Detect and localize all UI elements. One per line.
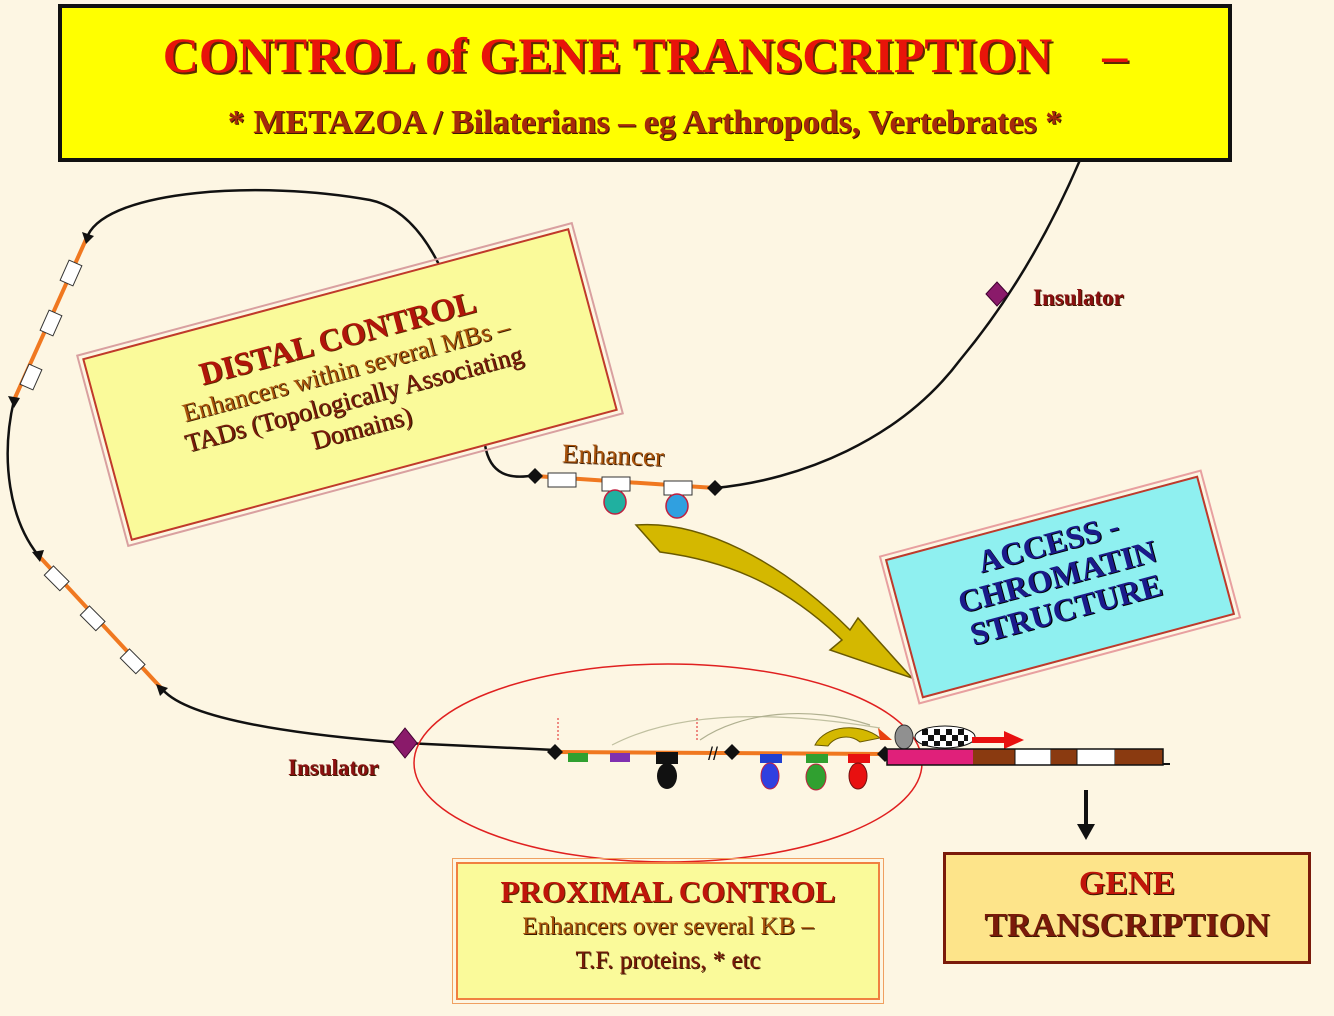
proximal-control-box: PROXIMAL CONTROL Enhancers over several … xyxy=(452,858,884,1004)
left-enhancer-segment xyxy=(8,232,94,408)
page-subtitle: * METAZOA / Bilaterians – eg Arthropods,… xyxy=(227,104,1063,141)
insulator-bottom-label: Insulator xyxy=(288,755,379,780)
chromatin-loop-lower xyxy=(162,689,556,752)
page-title: CONTROL of GENE TRANSCRIPTION – xyxy=(162,27,1128,83)
insulator-bottom-marker xyxy=(392,727,418,759)
insulator-top-marker xyxy=(985,281,1009,307)
lower-left-enhancer-segment xyxy=(32,550,168,696)
proximal-enhancer-element: // xyxy=(547,713,893,791)
gene-transcription-line2: TRANSCRIPTION xyxy=(984,907,1270,944)
enhancer-action-arrow xyxy=(634,523,915,680)
gene-transcription-box: GENE TRANSCRIPTION xyxy=(943,852,1311,964)
chromatin-loop-outer xyxy=(6,399,39,556)
chromatin-loop-right xyxy=(714,159,1082,490)
gene-body xyxy=(886,748,1164,766)
promoter-complex xyxy=(814,724,976,750)
enhancer-label: Enhancer xyxy=(561,438,665,472)
gene-transcription-line1: GENE xyxy=(1078,865,1176,902)
chromatin-loop-left xyxy=(86,188,536,478)
title-banner: CONTROL of GENE TRANSCRIPTION – * METAZO… xyxy=(58,4,1232,162)
transcription-start-arrow xyxy=(972,731,1024,749)
proximal-control-line2: T.F. proteins, * etc xyxy=(575,947,761,974)
svg-text://: // xyxy=(708,744,718,764)
insulator-top-label: Insulator xyxy=(1033,285,1124,310)
proximal-control-heading: PROXIMAL CONTROL xyxy=(500,874,836,909)
proximal-control-line1: Enhancers over several KB – xyxy=(522,913,814,940)
distal-enhancer-element xyxy=(527,468,723,519)
output-down-arrow xyxy=(1077,790,1095,840)
